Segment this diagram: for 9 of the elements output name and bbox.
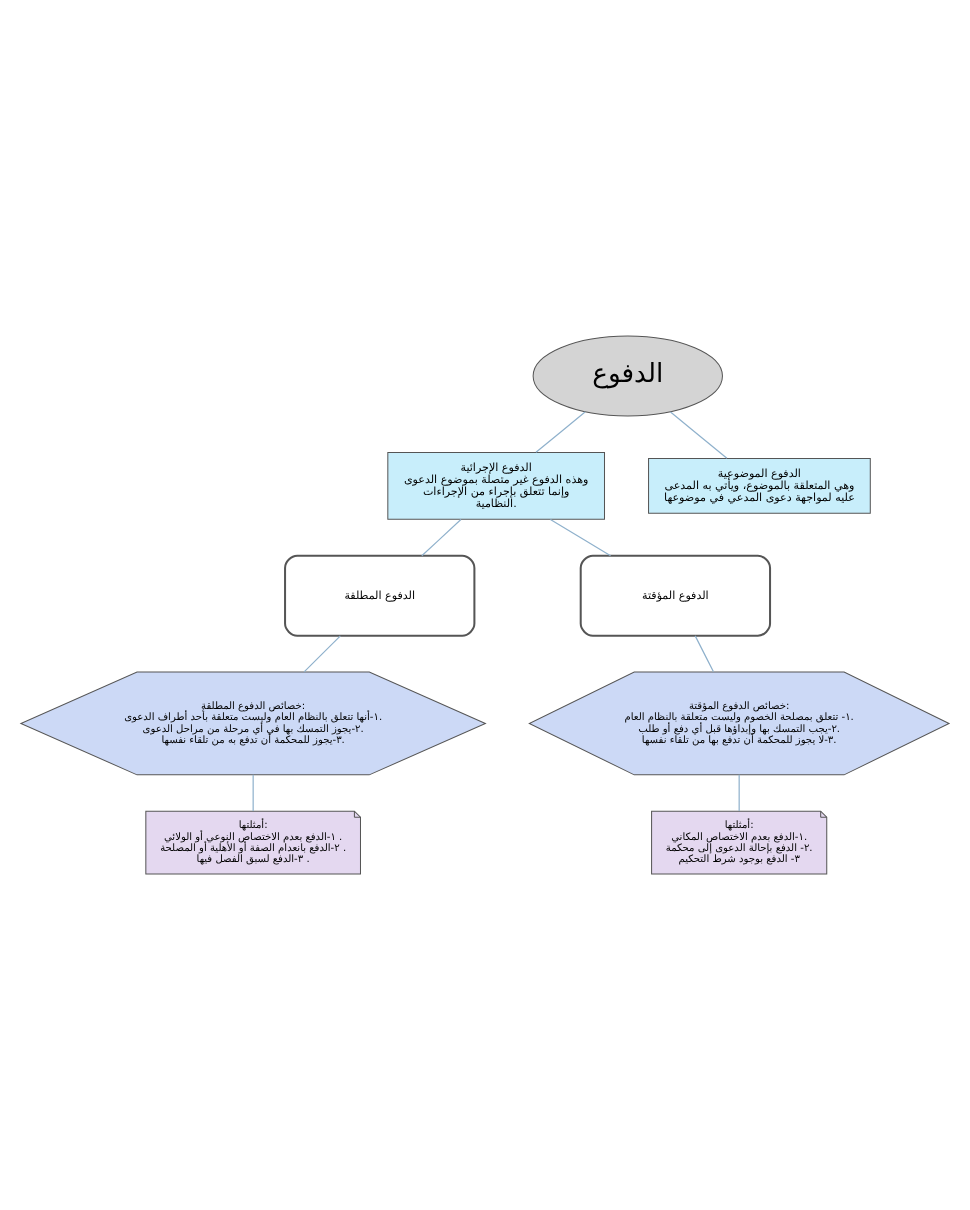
connector [421,518,462,557]
connector [669,411,728,459]
connector [694,635,715,673]
connector [738,774,740,812]
connector [252,774,254,812]
node-ellipse: الدفوع [532,335,723,417]
connector [535,411,586,453]
connector [303,635,341,673]
connector [549,518,612,557]
